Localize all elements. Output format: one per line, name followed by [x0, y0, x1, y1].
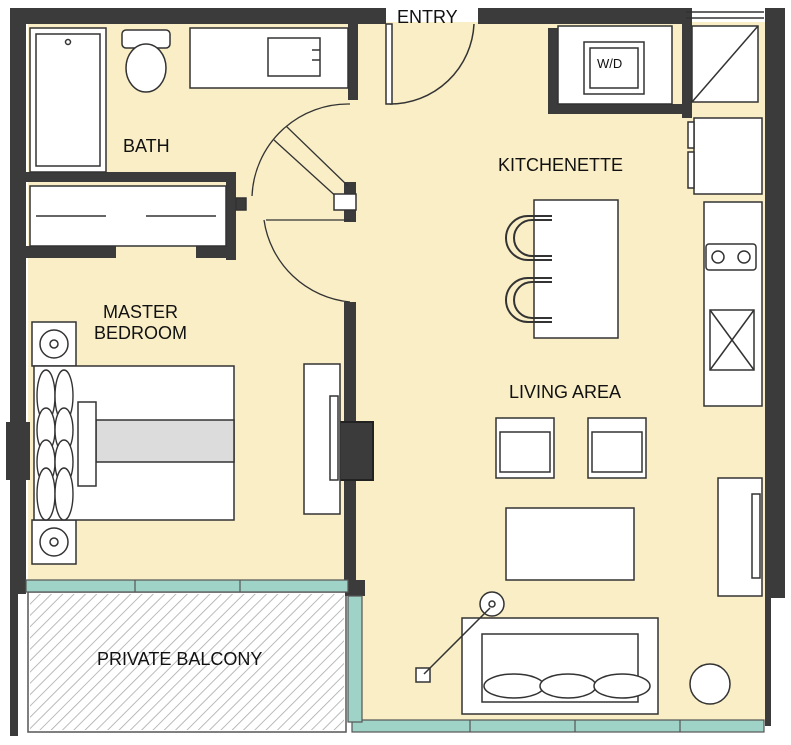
windows: [25, 579, 765, 733]
bar-stool-icon: [505, 215, 552, 261]
wall-top-right: [478, 8, 682, 24]
tub-drain-icon: [64, 38, 72, 46]
window-bedroom-balcony: [25, 579, 349, 593]
wall-top-left: [10, 8, 386, 24]
bar-stools: [505, 215, 552, 323]
window-living-bottom: [351, 719, 765, 733]
bath-door[interactable]: [251, 103, 351, 303]
balcony-hatch: [30, 594, 344, 730]
living-area-label: LIVING AREA: [509, 382, 622, 402]
wall-living-bottom-right: [765, 596, 771, 726]
kitchen-island: [533, 199, 619, 339]
wall-balcony-right: [345, 580, 365, 596]
walls: [6, 8, 785, 736]
column-mid: [338, 421, 374, 481]
entry-label: ENTRY: [397, 7, 458, 27]
kitchenette-label: KITCHENETTE: [498, 155, 624, 175]
window-balcony-right: [347, 595, 363, 723]
wall-laundry-bottom: [548, 104, 682, 114]
entry-door[interactable]: [385, 23, 475, 105]
kitchen-counter: [703, 201, 763, 407]
bathtub-inner: [35, 33, 101, 167]
wall-closet-right: [226, 172, 236, 260]
bar-stool-icon: [505, 277, 552, 323]
master-bedroom-label: MASTER BEDROOM: [94, 302, 187, 344]
wall-laundry-left: [548, 28, 558, 114]
door-handle: [333, 193, 357, 211]
sink-icon: [267, 37, 321, 77]
bathroom-fixtures: [29, 27, 349, 173]
wall-left: [10, 8, 26, 594]
bath-label: BATH: [123, 136, 170, 156]
coffee-table: [505, 507, 635, 581]
washer-dryer-label: W/D: [597, 56, 623, 71]
laundry: [557, 25, 759, 105]
tv-console: [303, 363, 341, 515]
private-balcony-label: PRIVATE BALCONY: [97, 649, 263, 669]
kitchen: [533, 117, 763, 407]
side-table: [689, 663, 731, 705]
bed-pillow-divider: [77, 401, 97, 487]
column-left: [6, 422, 30, 480]
wall-bath-bottom: [26, 172, 236, 182]
master-bedroom-label-line1: MASTER: [103, 302, 179, 322]
bed-pillows: [36, 369, 74, 521]
wall-ticks: [686, 11, 764, 19]
sofa-pillows: [483, 673, 651, 699]
wall-balcony-left: [10, 594, 18, 736]
wall-bath-right: [348, 22, 358, 100]
master-bedroom-label-line2: BEDROOM: [94, 323, 188, 343]
bedroom-closet: [29, 185, 247, 247]
refrigerator: [693, 117, 763, 195]
toilet-bowl-icon: [125, 43, 167, 93]
wall-closet-bottom-2: [196, 246, 236, 258]
tv-icon: [329, 395, 339, 481]
wall-right-top: [765, 8, 785, 598]
lamp-cord: [423, 607, 491, 675]
bed-runner: [95, 419, 235, 463]
wall-closet-bottom: [26, 246, 116, 258]
window-mullions: [134, 580, 681, 732]
wall-pillar-right: [682, 8, 692, 118]
